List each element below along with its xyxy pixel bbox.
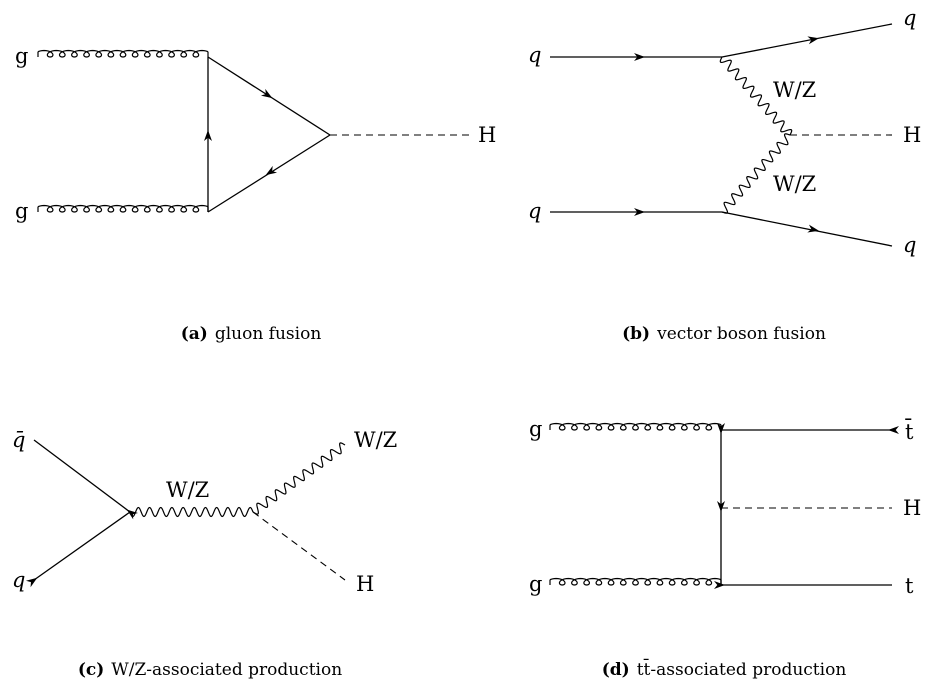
caption-text: tt̄-associated production xyxy=(637,657,847,680)
arrow-head xyxy=(260,88,273,99)
caption-text: gluon fusion xyxy=(215,324,321,344)
caption-tag: (d) xyxy=(602,660,630,680)
label-quark-in-top: q xyxy=(528,43,541,67)
arrow-head xyxy=(126,509,138,520)
quark-line-out-top xyxy=(721,23,893,58)
arrow-head xyxy=(888,426,899,434)
arrow-head xyxy=(204,130,212,141)
label-boson-outgoing: W/Z xyxy=(354,428,397,452)
boson-line-outgoing xyxy=(252,442,346,515)
label-antiquark: q̄ xyxy=(12,428,25,452)
quark-line-out-bottom xyxy=(721,211,893,247)
label-gluon-bottom: g xyxy=(15,199,28,223)
panel-b-vector-boson-fusion: q q q q W/Z W/Z H (b) vector boson fusion xyxy=(528,6,921,344)
gluon-line-top xyxy=(549,422,722,431)
label-gluon-top: g xyxy=(529,417,542,441)
label-higgs: H xyxy=(903,496,921,520)
arrow-head xyxy=(634,53,645,61)
label-top-antiquark: t̄ xyxy=(904,418,914,444)
arrow-head xyxy=(634,208,645,216)
boson-line-top xyxy=(719,56,793,136)
panel-a-gluon-fusion: g g H (a) gluon fusion xyxy=(15,44,496,344)
label-quark-out-top: q xyxy=(903,6,916,30)
caption-tag: (a) xyxy=(181,324,208,344)
label-quark-in-bottom: q xyxy=(528,199,541,223)
arrow-head xyxy=(714,581,725,589)
antiquark-line xyxy=(33,439,131,513)
gluon-line-bottom xyxy=(549,577,722,586)
boson-propagator xyxy=(129,506,254,518)
label-top-quark: t xyxy=(905,574,914,598)
caption-b: (b) vector boson fusion xyxy=(622,324,826,344)
caption-c: (c) W/Z-associated production xyxy=(78,660,342,680)
caption-tag: (c) xyxy=(78,660,104,680)
arrow-head xyxy=(807,36,819,45)
boson-line-bottom xyxy=(721,133,791,214)
caption-tag: (b) xyxy=(622,324,650,344)
caption-d: (d) tt̄-associated production xyxy=(602,657,847,680)
arrow-head xyxy=(717,501,725,512)
label-boson-top: W/Z xyxy=(773,78,816,102)
arrow-head xyxy=(25,577,38,588)
arrow-head xyxy=(265,165,278,176)
label-quark: q xyxy=(12,568,25,592)
gluon-line-bottom xyxy=(37,204,209,213)
label-gluon-bottom: g xyxy=(529,572,542,596)
label-higgs: H xyxy=(478,123,496,147)
caption-text: vector boson fusion xyxy=(656,324,826,344)
panel-d-ttbar-associated-production: g g t̄ H t (d) tt̄-associated production xyxy=(529,417,921,680)
label-gluon-top: g xyxy=(15,44,28,68)
panel-c-wz-associated-production: q̄ q W/Z W/Z H (c) W/Z-associated product… xyxy=(12,428,397,680)
arrow-head xyxy=(717,423,725,434)
higgs-line xyxy=(252,511,346,581)
caption-a: (a) gluon fusion xyxy=(181,324,322,344)
label-higgs: H xyxy=(903,123,921,147)
label-boson-bottom: W/Z xyxy=(773,172,816,196)
quark-line xyxy=(33,511,131,581)
label-quark-out-bottom: q xyxy=(903,233,916,257)
label-higgs: H xyxy=(356,572,374,596)
arrow-head xyxy=(807,224,819,233)
label-boson-propagator: W/Z xyxy=(166,478,209,502)
caption-text: W/Z-associated production xyxy=(111,660,342,680)
gluon-line-top xyxy=(37,49,209,58)
